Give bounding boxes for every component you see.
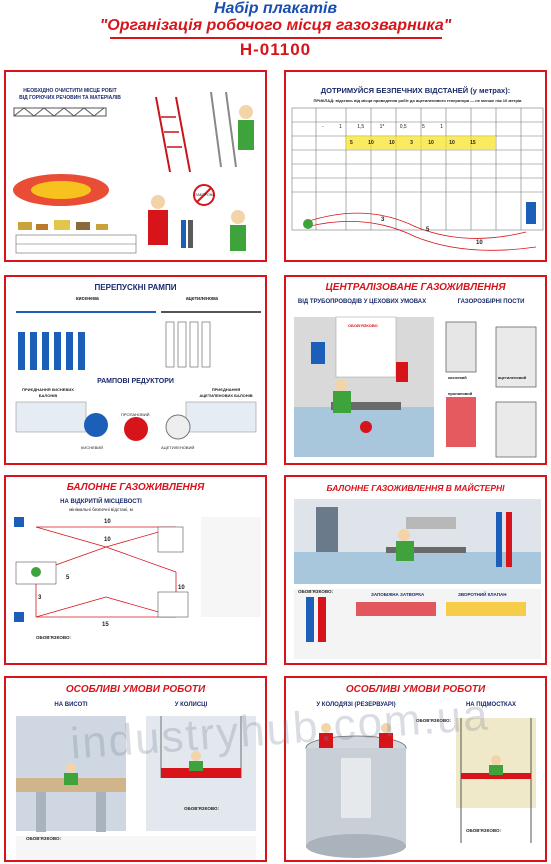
poster-safe-distances[interactable]: ДОТРИМУЙСЯ БЕЗПЕЧНИХ ВІДСТАНЕЙ (у метрах… <box>284 70 547 262</box>
poster-7-illustration <box>16 716 256 860</box>
poster-1-text2: ВІД ГОРЮЧИХ РЕЧОВИН ТА МАТЕРІАЛІВ <box>19 95 121 101</box>
poster-5-sub1: НА ВІДКРИТІЙ МІСЦЕВОСТІ <box>60 499 142 505</box>
poster-bypass-ramps[interactable]: ПЕРЕПУСКНІ РАМПИ кисенева ацетиленова РА… <box>4 275 267 465</box>
poster-7-lbl2: ОБОВ'ЯЗКОВО: <box>184 806 219 811</box>
poster-4-lbl1: ОБОВ'ЯЗКОВО <box>348 323 378 328</box>
poster-8-illustration <box>305 718 536 858</box>
poster-2-row1: - 1 1,5 1* 0,5 5 1 <box>322 124 443 130</box>
poster-3-r2: ПРОПАНОВИЙ <box>121 412 150 417</box>
poster-2-title: ДОТРИМУЙСЯ БЕЗПЕЧНИХ ВІДСТАНЕЙ (у метрах… <box>320 86 511 95</box>
poster-special-height[interactable]: ОСОБЛИВІ УМОВИ РОБОТИ НА ВИСОТІ У КОЛИСЦ… <box>4 676 267 862</box>
poster-5-dist-b: 10 <box>104 537 111 543</box>
poster-6-lbl3: ЗВОРОТНИЙ КЛАПАН <box>458 592 507 597</box>
set-subtitle: "Організація робочого місця газозварника… <box>99 17 452 34</box>
poster-7-title: ОСОБЛИВІ УМОВИ РОБОТИ <box>65 684 206 695</box>
poster-4-lbl4: пропановий <box>448 391 473 396</box>
poster-4-sub1: ВІД ТРУБОПРОВОДІВ У ЦЕХОВИХ УМОВАХ <box>297 299 427 305</box>
header: Набір плакатів "Організація робочого міс… <box>0 0 551 64</box>
poster-8-lbl1: ОБОВ'ЯЗКОВО: <box>416 718 451 723</box>
poster-4-lbl2: кисневий <box>448 375 467 380</box>
poster-2-dist-10: 10 <box>476 240 483 246</box>
poster-4-lbl3: ацетиленовий <box>498 375 527 380</box>
poster-8-title: ОСОБЛИВІ УМОВИ РОБОТИ <box>345 684 486 695</box>
poster-5-dist-f: 15 <box>102 622 109 628</box>
poster-5-lbl: ОБОВ'ЯЗКОВО: <box>36 635 71 640</box>
poster-3-title2: РАМПОВІ РЕДУКТОРИ <box>97 378 174 385</box>
poster-3-ramps <box>15 311 261 441</box>
poster-4-illustration <box>294 316 537 458</box>
poster-6-lbl1: ОБОВ'ЯЗКОВО: <box>298 589 333 594</box>
poster-special-well[interactable]: ОСОБЛИВІ УМОВИ РОБОТИ У КОЛОДЯЗІ (РЕЗЕРВ… <box>284 676 547 862</box>
poster-5-dist-c: 5 <box>66 575 70 581</box>
poster-centralized-gas[interactable]: ЦЕНТРАЛІЗОВАНЕ ГАЗОЖИВЛЕННЯ ВІД ТРУБОПРО… <box>284 275 547 465</box>
poster-1-badge: ЗАБОРОНА <box>195 193 215 197</box>
poster-3-label2: ацетиленова <box>186 296 218 302</box>
poster-5-dist-e: 10 <box>178 585 185 591</box>
poster-cylinder-workshop[interactable]: БАЛОННЕ ГАЗОЖИВЛЕННЯ В МАЙСТЕРНІ ОБОВ'ЯЗ… <box>284 475 547 665</box>
poster-6-title: БАЛОННЕ ГАЗОЖИВЛЕННЯ В МАЙСТЕРНІ <box>326 483 505 493</box>
poster-8-sub1: У КОЛОДЯЗІ (РЕЗЕРВУАРІ) <box>316 702 396 708</box>
poster-cylinder-open-area[interactable]: БАЛОННЕ ГАЗОЖИВЛЕННЯ НА ВІДКРИТІЙ МІСЦЕВ… <box>4 475 267 665</box>
poster-5-sub2: мінімальні безпечні відстані, м <box>69 507 133 512</box>
title-underline <box>110 37 442 39</box>
poster-3-label1: кисенева <box>76 296 99 302</box>
poster-6-illustration <box>294 499 541 659</box>
poster-4-title: ЦЕНТРАЛІЗОВАНЕ ГАЗОЖИВЛЕННЯ <box>325 282 506 293</box>
poster-2-subtitle: ПРИКЛАД: відстань від місця проведення р… <box>313 98 522 103</box>
poster-5-dist-a: 10 <box>104 519 111 525</box>
poster-5-title: БАЛОННЕ ГАЗОЖИВЛЕННЯ <box>66 482 205 493</box>
poster-7-sub1: НА ВИСОТІ <box>54 702 88 708</box>
poster-2-row3: 5 10 10 3 10 10 15 <box>350 140 476 146</box>
poster-2-dist-5: 5 <box>426 227 430 233</box>
poster-6-lbl2: ЗАПОБІЖНА ЗАТВОРКА <box>371 592 425 597</box>
poster-2-table-and-diagram <box>291 107 544 251</box>
poster-8-lbl2: ОБОВ'ЯЗКОВО: <box>466 828 501 833</box>
poster-1-illustration <box>13 91 254 254</box>
poster-4-sub2: ГАЗОРОЗБІРНІ ПОСТИ <box>457 299 525 305</box>
poster-3-cap2: ПРИЄДНАННЯ АЦЕТИЛЕНОВИХ БАЛОНІВ <box>199 387 253 398</box>
poster-5-dist-d: 3 <box>38 595 42 601</box>
set-title: Набір плакатів <box>213 0 338 17</box>
poster-clean-workplace[interactable]: НЕОБХІДНО ОЧИСТИТИ МІСЦЕ РОБІТ ВІД ГОРЮЧ… <box>4 70 267 262</box>
poster-8-sub2: НА ПІДМОСТКАХ <box>465 702 517 708</box>
poster-3-cap1: ПРИЄДНАННЯ КИСНЕВИХ БАЛОНІВ <box>22 387 74 398</box>
poster-7-sub2: У КОЛИСЦІ <box>174 702 208 708</box>
poster-7-lbl1: ОБОВ'ЯЗКОВО: <box>26 836 61 841</box>
poster-1-text1: НЕОБХІДНО ОЧИСТИТИ МІСЦЕ РОБІТ <box>23 88 117 94</box>
poster-5-diagram <box>14 517 261 622</box>
poster-3-r3: АЦЕТИЛЕНОВИЙ <box>161 445 195 450</box>
poster-3-title: ПЕРЕПУСКНІ РАМПИ <box>94 283 177 292</box>
product-code: Н-01100 <box>239 40 312 59</box>
poster-3-r1: КИСНЕВИЙ <box>81 445 104 450</box>
poster-2-dist-3: 3 <box>381 217 385 223</box>
